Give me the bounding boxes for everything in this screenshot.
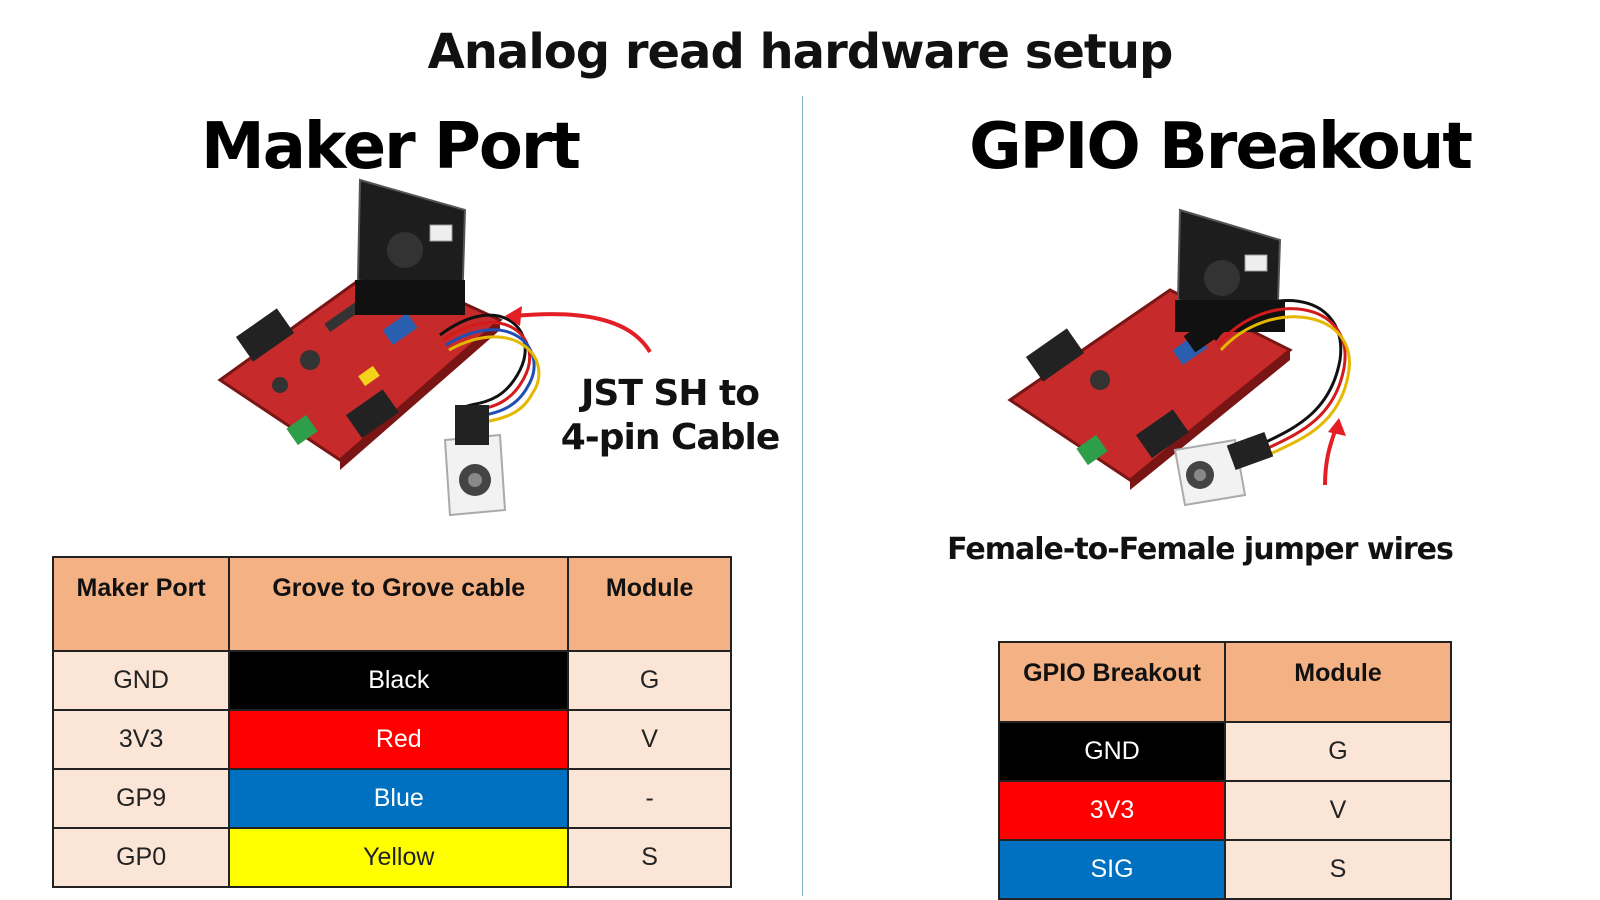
module-cell: S [567,827,732,888]
table-row: GND G [998,721,1452,782]
pin-cell: GND [998,721,1226,782]
header-cable: Grove to Grove cable [228,556,570,652]
jumper-wires [1213,299,1351,459]
page-title: Analog read hardware setup [427,24,1174,80]
module-cell: V [567,709,732,770]
cable-callout: JST SH to 4-pin Cable [560,373,781,458]
port-cell: 3V3 [51,709,231,770]
header-maker-port: Maker Port [51,556,231,652]
maker-port-illustration [217,178,652,517]
pin-cell: 3V3 [998,780,1226,841]
potentiometer-module-image [1173,431,1274,507]
gpio-breakout-wiring-table: GPIO Breakout Module GND G 3V3 V SIG S [998,641,1452,900]
module-cell: V [1224,780,1452,841]
table-row: GND Black G [51,650,732,711]
header-module: Module [1224,641,1452,723]
maker-port-title: Maker Port [201,110,581,184]
arrow-icon [1323,427,1338,486]
section-divider [802,96,803,896]
header-module: Module [567,556,732,652]
table-row: SIG S [998,839,1452,900]
jumper-callout: Female-to-Female jumper wires [947,532,1454,567]
header-gpio-breakout: GPIO Breakout [998,641,1226,723]
port-cell: GP9 [51,768,231,829]
port-cell: GND [51,650,231,711]
cable-color-cell: Yellow [228,827,570,888]
gpio-breakout-illustration [1007,208,1351,507]
microbit-image [355,178,467,315]
arrow-icon [514,312,652,354]
maker-port-wiring-table: Maker Port Grove to Grove cable Module G… [51,556,732,888]
arrow-head-icon [1328,418,1346,436]
port-cell: GP0 [51,827,231,888]
gpio-breakout-title: GPIO Breakout [969,110,1473,184]
module-cell: S [1224,839,1452,900]
table-row: GP9 Blue - [51,768,732,829]
potentiometer-module-image [443,405,507,517]
cable-color-cell: Red [228,709,570,770]
arrow-head-icon [505,306,522,326]
microbit-image [1175,208,1285,332]
cable-color-cell: Blue [228,768,570,829]
table-header-row: Maker Port Grove to Grove cable Module [51,556,732,652]
cable-color-cell: Black [228,650,570,711]
table-header-row: GPIO Breakout Module [998,641,1452,723]
table-row: 3V3 V [998,780,1452,841]
module-cell: - [567,768,732,829]
pin-cell: SIG [998,839,1226,900]
module-cell: G [567,650,732,711]
table-row: 3V3 Red V [51,709,732,770]
table-row: GP0 Yellow S [51,827,732,888]
module-cell: G [1224,721,1452,782]
